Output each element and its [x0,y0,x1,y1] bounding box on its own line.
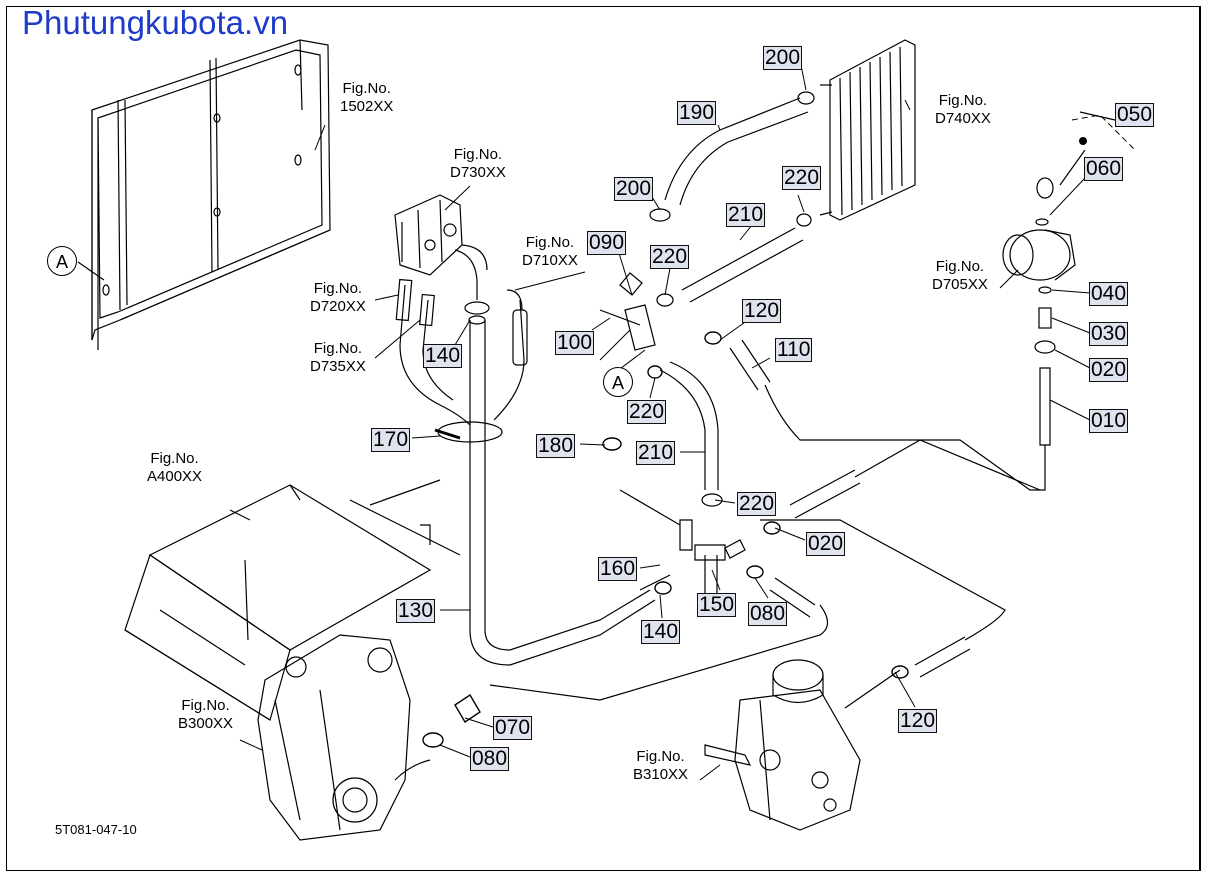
fig-ref-d720: Fig.No. D720XX [310,280,366,316]
part-label[interactable]: 180 [536,434,576,458]
part-label[interactable]: 090 [587,231,627,255]
part-label[interactable]: 170 [371,428,411,452]
oil-cooler-drawing [819,39,916,221]
fig-ref-d735: Fig.No. D735XX [310,340,366,376]
part-label[interactable]: 200 [763,46,803,70]
part-label[interactable]: 190 [677,101,717,125]
drawing-frame [6,6,1201,871]
callout-a-center: A [603,367,633,397]
fig-ref-number: D705XX [932,276,988,293]
fig-ref-number: B300XX [178,715,234,732]
drawing-code: 5T081-047-10 [55,822,137,837]
fig-ref-number: 1502XX [340,98,394,115]
fig-ref-label: Fig.No. [150,450,199,467]
control-valve-drawing [394,194,488,300]
fig-ref-label: Fig.No. [313,340,363,357]
part-label[interactable]: 130 [396,599,436,623]
fig-ref-number: D735XX [310,358,366,375]
part-label[interactable]: 010 [1089,409,1129,433]
fig-ref-d705: Fig.No. D705XX [932,258,988,294]
fig-ref-1502: Fig.No. 1502XX [340,80,393,116]
part-label[interactable]: 150 [697,593,737,617]
fig-ref-d710: Fig.No. D710XX [522,234,578,270]
part-label[interactable]: 060 [1084,157,1124,181]
part-label[interactable]: 160 [598,557,638,581]
fig-ref-d730: Fig.No. D730XX [450,146,506,182]
fig-ref-number: A400XX [147,468,203,485]
part-label[interactable]: 210 [726,203,766,227]
part-label[interactable]: 220 [627,400,667,424]
part-label[interactable]: 200 [614,177,654,201]
fig-ref-label: Fig.No. [181,697,230,714]
fig-ref-d740: Fig.No. D740XX [935,92,991,128]
fig-ref-label: Fig.No. [938,92,988,109]
part-label[interactable]: 070 [493,716,533,740]
fig-ref-label: Fig.No. [313,280,363,297]
fig-ref-number: B310XX [633,766,689,783]
part-label[interactable]: 080 [748,602,788,626]
part-label[interactable]: 080 [470,747,510,771]
part-label[interactable]: 100 [555,331,595,355]
fig-ref-number: D730XX [450,164,506,181]
panel-frame-drawing [77,39,331,350]
fig-ref-number: D710XX [522,252,578,269]
part-label[interactable]: 120 [742,299,782,323]
pump-drawing [1002,111,1116,354]
part-label[interactable]: 050 [1115,103,1155,127]
fig-ref-label: Fig.No. [525,234,575,251]
fig-ref-number: D720XX [310,298,366,315]
fig-ref-number: D740XX [935,110,991,127]
part-label[interactable]: 210 [636,441,676,465]
fig-ref-b310: Fig.No. B310XX [633,748,688,784]
part-label[interactable]: 020 [806,532,846,556]
watermark-text: Phutungkubota.vn [22,4,289,41]
part-label[interactable]: 110 [775,338,813,362]
fig-ref-label: Fig.No. [342,80,391,97]
part-label[interactable]: 120 [898,709,938,733]
fig-ref-label: Fig.No. [636,748,685,765]
part-label[interactable]: 220 [782,166,822,190]
part-label[interactable]: 020 [1089,358,1129,382]
part-label[interactable]: 140 [423,344,463,368]
part-label[interactable]: 220 [650,245,690,269]
fig-ref-label: Fig.No. [935,258,985,275]
hydraulic-block-b310-drawing [704,659,901,831]
fig-ref-a400: Fig.No. A400XX [147,450,202,486]
callout-a-left: A [47,246,77,276]
part-label[interactable]: 040 [1089,282,1129,306]
transmission-b300-drawing [257,634,431,841]
fig-ref-label: Fig.No. [453,146,503,163]
part-label[interactable]: 030 [1089,322,1129,346]
frame-a400-drawing [124,479,461,721]
part-label[interactable]: 220 [737,492,777,516]
fig-ref-b300: Fig.No. B300XX [178,697,233,733]
part-label[interactable]: 140 [641,620,681,644]
